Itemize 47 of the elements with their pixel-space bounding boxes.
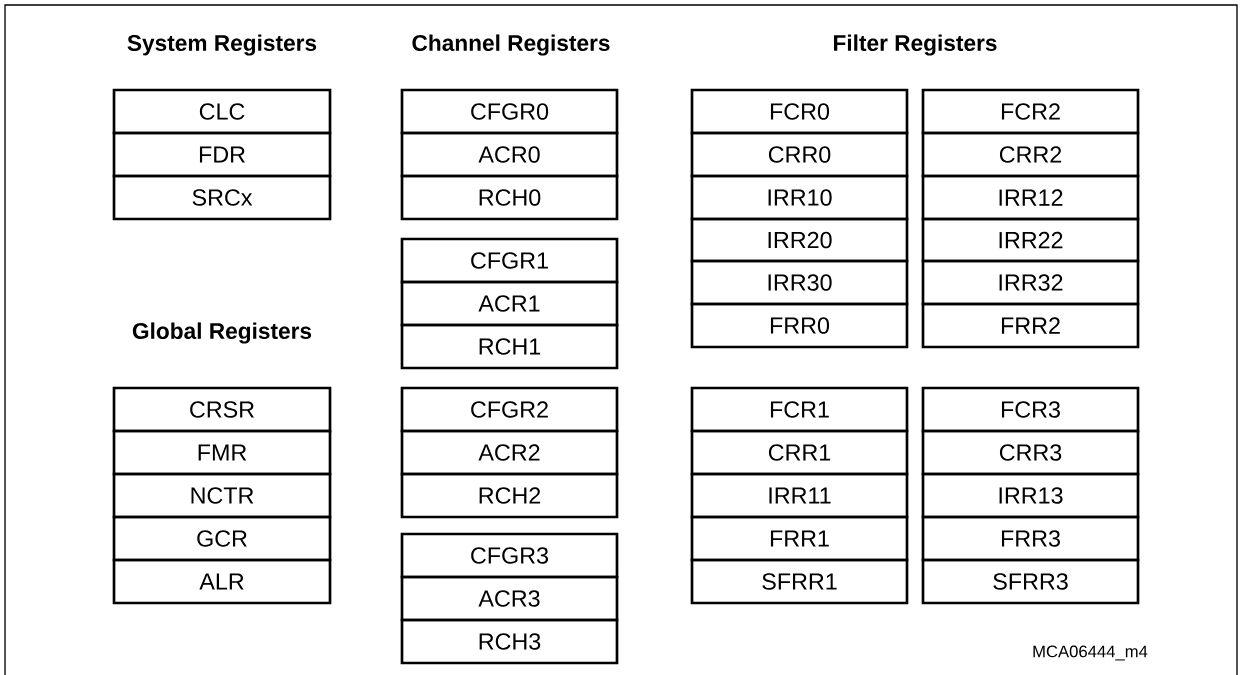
register-cell: IRR32: [921, 259, 1140, 306]
register-cell: RCH1: [400, 323, 619, 370]
register-cell: IRR13: [921, 472, 1140, 519]
register-cell: CRSR: [112, 386, 332, 433]
register-cell: FCR2: [921, 88, 1140, 135]
register-cell: SRCx: [112, 174, 332, 221]
register-cell: NCTR: [112, 472, 332, 519]
heading: Filter Registers: [834, 34, 997, 56]
register-cell: CFGR2: [400, 386, 619, 433]
register-cell: ALR: [112, 558, 332, 605]
register-cell: CLC: [112, 88, 332, 135]
register-cell: FRR1: [690, 515, 909, 562]
register-cell: CRR2: [921, 131, 1140, 178]
register-cell: FMR: [112, 429, 332, 476]
heading: System Registers: [127, 34, 317, 56]
heading: Global Registers: [132, 322, 312, 344]
register-cell: IRR20: [690, 217, 909, 263]
register-cell: CRR1: [690, 429, 909, 476]
register-cell: ACR2: [400, 429, 619, 476]
register-cell: CRR3: [921, 429, 1140, 476]
register-cell: FRR3: [921, 515, 1140, 562]
register-cell: RCH0: [400, 174, 619, 221]
register-cell: ACR3: [400, 575, 619, 622]
figure-id: MCA06444_m4: [1033, 645, 1148, 661]
register-cell: CFGR3: [400, 532, 619, 579]
register-cell: SFRR1: [690, 558, 909, 605]
register-cell: FCR3: [921, 386, 1140, 433]
register-cell: FCR1: [690, 386, 909, 433]
register-cell: FCR0: [690, 88, 909, 135]
register-cell: RCH3: [400, 618, 619, 665]
register-cell: IRR12: [921, 174, 1140, 221]
register-cell: FRR2: [921, 302, 1140, 349]
register-cell: ACR0: [400, 131, 619, 178]
register-cell: RCH2: [400, 472, 619, 519]
register-cell: IRR11: [690, 472, 909, 519]
heading: Channel Registers: [412, 34, 610, 56]
register-cell: FDR: [112, 131, 332, 178]
register-cell: CRR0: [690, 131, 909, 178]
register-cell: ACR1: [400, 280, 619, 327]
register-cell: IRR22: [921, 217, 1140, 263]
register-cell: CFGR0: [400, 88, 619, 135]
register-cell: CFGR1: [400, 237, 619, 284]
register-cell: SFRR3: [921, 558, 1140, 605]
register-cell: GCR: [112, 515, 332, 562]
register-cell: IRR10: [690, 174, 909, 221]
register-cell: FRR0: [690, 302, 909, 349]
register-cell: IRR30: [690, 259, 909, 306]
